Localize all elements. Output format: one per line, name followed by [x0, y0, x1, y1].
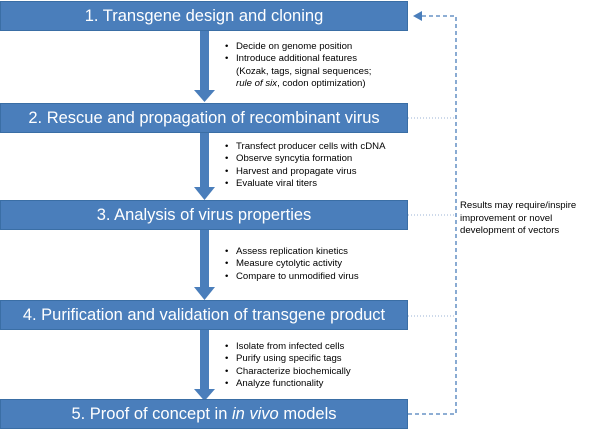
list-item: •Characterize biochemically	[225, 365, 351, 377]
list-item: •Evaluate viral titers	[225, 177, 318, 189]
step-title-1: 1. Transgene design and cloning	[84, 7, 324, 25]
step-box-1: 1. Transgene design and cloning	[0, 1, 408, 31]
step-box-3: 3. Analysis of virus properties	[0, 200, 408, 230]
flow-arrow-1-2	[194, 30, 215, 102]
step-box-4: 4. Purification and validation of transg…	[0, 300, 408, 330]
list-item: •Harvest and propagate virus	[225, 165, 357, 177]
list-item: •Analyze functionality	[225, 377, 324, 389]
list-item: •Isolate from infected cells	[225, 341, 345, 352]
step-box-2: 2. Rescue and propagation of recombinant…	[0, 103, 408, 133]
list-item: •Introduce additional features(Kozak, ta…	[225, 53, 372, 89]
step-box-5: 5. Proof of concept in in vivo models	[0, 399, 408, 429]
step-title-2: 2. Rescue and propagation of recombinant…	[28, 109, 380, 127]
flow-arrow-3-4	[194, 230, 215, 300]
feedback-line	[408, 11, 457, 415]
step-title-3: 3. Analysis of virus properties	[96, 206, 312, 224]
list-item: •Compare to unmodified virus	[225, 270, 359, 282]
list-item: •Assess replication kinetics	[225, 246, 348, 257]
list-item: •Observe syncytia formation	[225, 153, 353, 165]
flow-arrow-4-5	[194, 330, 215, 401]
step-2-bullets: •Transfect producer cells with cDNA •Obs…	[224, 141, 385, 190]
step-1-bullets: •Decide on genome position •Introduce ad…	[224, 41, 371, 90]
list-item: •Purify using specific tags	[225, 353, 342, 365]
flow-arrow-2-3	[194, 132, 215, 200]
list-item: •Transfect producer cells with cDNA	[225, 141, 386, 152]
step-title-5: 5. Proof of concept in in vivo models	[71, 405, 337, 423]
feedback-note: Results may require/inspire improvement …	[460, 200, 577, 236]
step-3-bullets: •Assess replication kinetics •Measure cy…	[224, 246, 359, 283]
step-4-bullets: •Isolate from infected cells •Purify usi…	[224, 341, 351, 390]
list-item: •Measure cytolytic activity	[225, 258, 343, 270]
list-item: •Decide on genome position	[225, 41, 353, 52]
step-title-4: 4. Purification and validation of transg…	[22, 306, 386, 324]
